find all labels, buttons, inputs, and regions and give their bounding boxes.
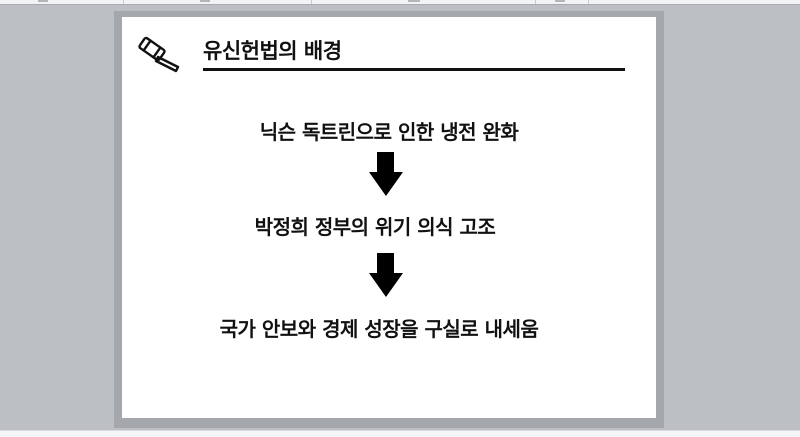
ribbon-fragment	[38, 0, 48, 2]
ribbon-separator	[588, 0, 589, 4]
ribbon-separator	[123, 0, 124, 4]
flow-step-2: 박정희 정부의 위기 의식 고조	[254, 215, 496, 239]
flow-step-3: 국가 안보와 경제 성장을 구실로 내세움	[219, 317, 539, 341]
ribbon-strip	[0, 0, 800, 5]
arrow-down-icon	[369, 152, 403, 196]
gavel-icon	[138, 36, 180, 73]
title-underline	[203, 68, 625, 71]
ribbon-fragment	[408, 0, 420, 2]
slide-title: 유신헌법의 배경	[203, 39, 342, 63]
arrow-down-icon	[369, 253, 403, 297]
flow-step-1: 닉슨 독트린으로 인한 냉전 완화	[259, 120, 519, 144]
notes-pane-edge	[0, 430, 800, 437]
ribbon-fragment	[200, 0, 210, 2]
slide-canvas[interactable]: 유신헌법의 배경 닉슨 독트린으로 인한 냉전 완화 박정희 정부의 위기 의식…	[122, 17, 656, 418]
ribbon-separator	[311, 0, 312, 4]
ribbon-separator	[535, 0, 536, 4]
ribbon-fragment	[555, 0, 565, 2]
